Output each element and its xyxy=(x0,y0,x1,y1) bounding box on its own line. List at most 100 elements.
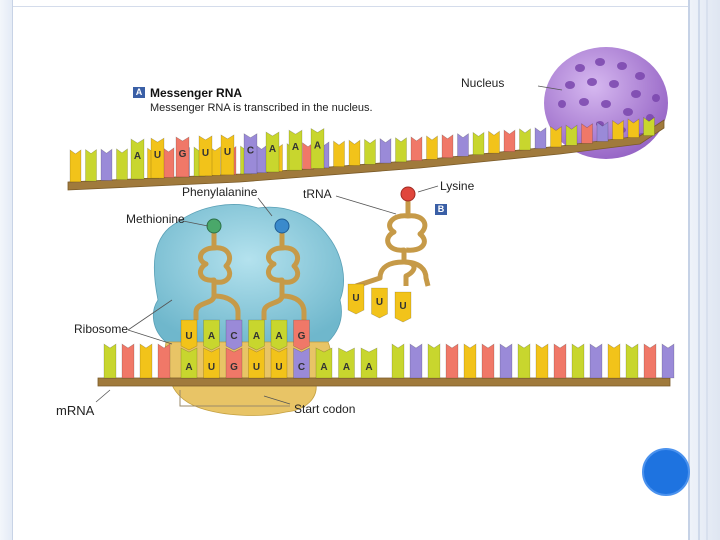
top-strand-base xyxy=(100,148,113,181)
bottom-strand-base xyxy=(643,343,657,379)
methionine-ball xyxy=(206,218,222,234)
top-strand-base xyxy=(581,123,593,144)
top-strand-base xyxy=(395,137,407,163)
top-strand-base xyxy=(333,140,345,168)
bottom-strand-base xyxy=(661,343,675,379)
slide-right-border xyxy=(688,0,720,540)
trna-phenylalanine-cloverleaf xyxy=(261,232,307,320)
top-strand-codon-base xyxy=(288,129,303,171)
bottom-strand-base xyxy=(427,343,441,379)
top-strand-codon-base xyxy=(265,131,280,173)
bottom-strand-codon-base xyxy=(270,347,288,379)
top-strand-base-letter: A xyxy=(269,144,276,155)
anticodon-base xyxy=(248,319,265,351)
free-trna-base xyxy=(371,287,388,319)
bottom-strand-base xyxy=(517,343,531,379)
bottom-strand-letter: U xyxy=(208,362,215,373)
lysine-label: Lysine xyxy=(440,179,475,193)
anticodon-letter: U xyxy=(185,331,192,342)
anticodon-base xyxy=(203,319,220,351)
top-strand-codon-base xyxy=(175,136,190,178)
bottom-strand-base xyxy=(445,343,459,379)
anticodon-base xyxy=(293,319,310,351)
anticodon-letter: A xyxy=(275,331,282,342)
bottom-strand-codon-base xyxy=(225,347,243,379)
top-strand-codon-base xyxy=(243,133,258,174)
top-strand-base xyxy=(503,129,516,152)
bottom-strand-base xyxy=(157,343,171,379)
bottom-strand-base xyxy=(589,343,603,379)
top-strand-codon-base xyxy=(220,134,235,176)
mrna-label: mRNA xyxy=(56,403,95,418)
trna-label: tRNA xyxy=(303,187,332,201)
trna-methionine-cloverleaf xyxy=(193,232,241,320)
top-strand-codon-base xyxy=(198,135,213,177)
methionine-label: Methionine xyxy=(126,212,185,226)
top-strand-base xyxy=(643,116,655,136)
bottom-strand-base xyxy=(463,343,477,379)
top-strand-base-letter: U xyxy=(224,147,231,158)
top-strand-base xyxy=(69,149,82,183)
bottom-strand-codon-base xyxy=(248,347,265,379)
top-strand-base xyxy=(410,136,423,161)
anticodon-letter: G xyxy=(298,331,306,342)
top-strand-base xyxy=(534,127,547,149)
top-strand-base-letter: U xyxy=(202,148,209,159)
free-trna-letter: U xyxy=(376,297,383,308)
anticodon-base xyxy=(225,319,243,351)
anticodon-letter: A xyxy=(253,331,260,342)
top-strand-base-letter: G xyxy=(179,149,187,160)
phenylalanine-ball xyxy=(274,218,290,234)
bottom-strand-codon-base xyxy=(203,347,220,379)
bottom-strand-base xyxy=(625,343,639,379)
slide-left-border xyxy=(0,0,13,540)
bottom-strand-codon-base xyxy=(180,347,198,379)
slide-top-border xyxy=(12,0,690,7)
top-strand-base xyxy=(596,121,609,142)
top-strand-base xyxy=(457,133,469,157)
bottom-strand-base xyxy=(103,343,117,379)
nucleus-label: Nucleus xyxy=(461,76,505,90)
anticodon-base xyxy=(180,319,198,351)
bottom-strand-backbone xyxy=(97,377,671,387)
bottom-strand-base xyxy=(571,343,585,379)
anticodon-letter: C xyxy=(230,331,237,342)
lysine-ball xyxy=(400,186,416,202)
bottom-strand-base xyxy=(553,343,567,379)
leader-lines xyxy=(95,85,563,405)
bottom-strand-base xyxy=(121,343,135,379)
bottom-strand-letter: A xyxy=(185,362,192,373)
start-codon-label: Start codon xyxy=(294,402,356,416)
top-strand-base xyxy=(364,138,376,165)
free-trna-letter: U xyxy=(399,301,406,312)
bottom-strand-letter: A xyxy=(343,362,350,373)
bottom-strand-base xyxy=(481,343,495,379)
top-strand-codon-base xyxy=(150,137,165,179)
section-b-tag: B xyxy=(435,204,447,215)
bottom-strand-base xyxy=(499,343,513,379)
top-strand-base xyxy=(162,147,175,178)
bottom-strand-base xyxy=(391,343,405,379)
top-strand-base xyxy=(550,125,562,148)
bottom-strand-codon-base xyxy=(338,347,355,379)
slide-marker-dot xyxy=(642,448,690,496)
bottom-strand-letter: U xyxy=(253,362,260,373)
bottom-strand-letter: U xyxy=(275,362,282,373)
section-a-caption: Messenger RNA is transcribed in the nucl… xyxy=(150,102,373,114)
top-strand-base-letter: U xyxy=(154,150,161,161)
phenylalanine-label: Phenylalanine xyxy=(182,185,258,199)
bottom-strand-letter: A xyxy=(320,362,327,373)
top-strand-codon-base xyxy=(130,138,145,180)
top-strand-base xyxy=(488,130,500,154)
top-strand-base xyxy=(426,135,438,160)
top-strand-base xyxy=(302,142,314,170)
section-a-tag: A xyxy=(133,87,145,98)
bottom-strand-letter: G xyxy=(230,362,238,373)
top-strand-base xyxy=(441,134,454,159)
section-a-title: Messenger RNA xyxy=(150,86,243,100)
bottom-strand-letter: A xyxy=(365,362,372,373)
top-strand-base-letter: A xyxy=(292,142,299,153)
